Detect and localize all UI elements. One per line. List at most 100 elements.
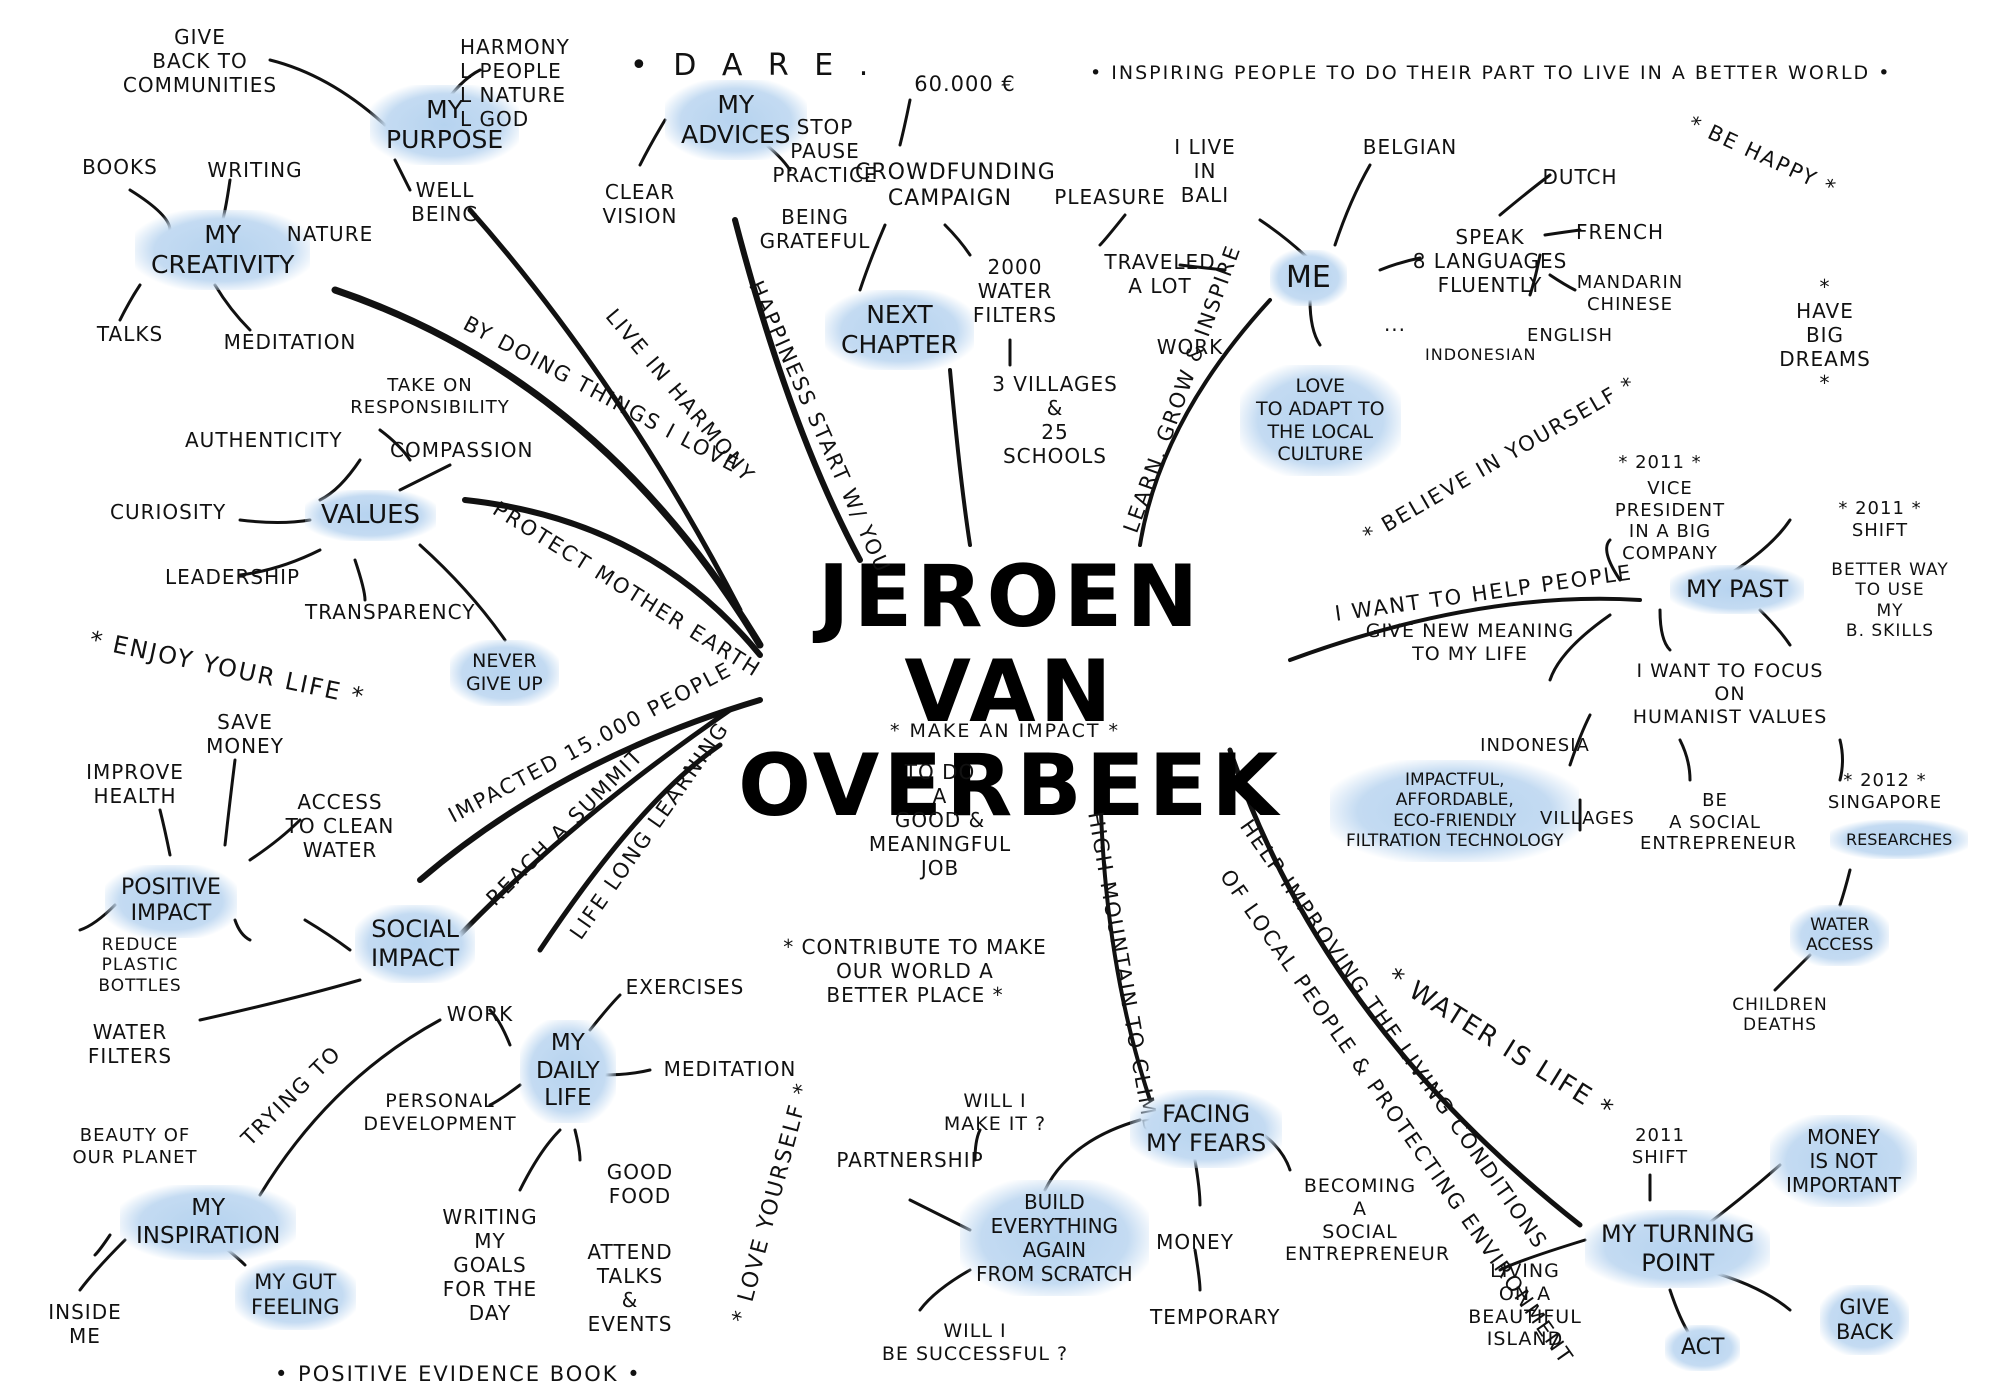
daily-good-food: Good food	[606, 1160, 674, 1208]
node-creativity: My creativity	[135, 210, 311, 290]
creativity-talks: Talks	[96, 322, 164, 346]
node-turning: My turning point	[1585, 1210, 1771, 1288]
node-daily-life: My daily life	[520, 1020, 616, 1123]
daily-exercises: Exercises	[625, 975, 745, 999]
fears-partnership: Partnership	[836, 1148, 984, 1172]
node-fears: Facing my fears	[1130, 1090, 1283, 1168]
daily-attend-talks: Attend talks & events	[587, 1240, 673, 1336]
me-work: Work	[1156, 335, 1224, 359]
past-social-entrepreneur: Be a social entrepreneur	[1640, 790, 1797, 855]
quote-contribute: * Contribute to make our world a better …	[783, 935, 1047, 1007]
branch-mountain	[1098, 758, 1152, 1102]
turning-2011-shift: 2011 shift	[1631, 1125, 1689, 1168]
node-social-impact: Social impact	[355, 905, 476, 983]
value-responsibility: Take on responsibility	[350, 375, 510, 418]
me-belgian: Belgian	[1362, 135, 1458, 159]
past-technology: Impactful, affordable, eco-friendly filt…	[1330, 760, 1580, 862]
node-me: Me	[1270, 250, 1347, 306]
quote-good-job: To do a good & meaningful job	[868, 760, 1012, 880]
past-water-access: Water access	[1790, 905, 1890, 966]
quote-positive-book: • Positive evidence book •	[275, 1362, 642, 1386]
past-indonesia: Indonesia	[1480, 735, 1590, 756]
purpose-harmony: Harmony L people L nature L God	[460, 35, 570, 131]
purpose-give-back: Give back to communities	[122, 25, 278, 97]
past-shift: * 2011 * Shift	[1838, 498, 1922, 541]
node-crowdfunding: Crowdfunding campaign	[855, 160, 1056, 212]
node-advices: My advices	[665, 80, 807, 160]
me-pleasure: Pleasure	[1054, 185, 1166, 209]
lang-indonesian: Indonesian	[1425, 345, 1537, 364]
inspiration-inside-me: Inside me	[48, 1300, 122, 1348]
turning-island: Living on a beautiful island	[1468, 1260, 1582, 1351]
branch-me	[1138, 298, 1272, 547]
node-rebuild: Build everything again from scratch	[960, 1180, 1149, 1296]
me-traveled: Traveled a lot	[1104, 250, 1216, 298]
fears-money: Money	[1156, 1230, 1234, 1254]
inspiration-beauty: Beauty of our planet	[72, 1125, 198, 1168]
turning-act: Act	[1665, 1325, 1741, 1372]
impact-save-money: Save money	[206, 710, 284, 758]
fears-temporary: Temporary	[1150, 1305, 1281, 1329]
turning-money: Money is not important	[1770, 1115, 1917, 1207]
quote-dare: • D A R E .	[630, 48, 877, 83]
past-vp: Vice president in a big company	[1614, 478, 1726, 564]
branch-next	[948, 368, 972, 547]
advices-stop: Stop pause practice	[772, 115, 878, 187]
impact-plastic: Reduce plastic bottles	[98, 935, 182, 996]
value-transparency: Transparency	[305, 600, 476, 624]
crowd-filters: 2000 water filters	[972, 255, 1058, 327]
me-languages: Speak 8 languages fluently	[1412, 225, 1568, 297]
branch-social-2	[452, 707, 733, 943]
branch-social-1	[417, 697, 763, 883]
impact-health: Improve health	[86, 760, 184, 808]
fears-make-it: Will I make it ?	[943, 1090, 1047, 1135]
social-water-filters: Water filters	[87, 1020, 173, 1068]
value-never-give-up: Never give up	[450, 640, 559, 706]
quote-big-dreams: * Have big dreams *	[1779, 275, 1871, 395]
node-next-chapter: Next chapter	[825, 290, 974, 370]
inspiration-gut-feeling: My gut feeling	[235, 1260, 356, 1331]
lang-dutch: Dutch	[1542, 165, 1618, 189]
branch-values	[462, 497, 763, 658]
lang-mandarin: Mandarin Chinese	[1576, 272, 1684, 315]
advices-grateful: Being grateful	[759, 205, 871, 253]
rebuild-successful: Will I be successful ?	[881, 1320, 1069, 1365]
daily-meditation: Meditation	[663, 1057, 797, 1081]
branch-label-new-meaning: Give new meaning to my life	[1365, 620, 1575, 665]
past-2011: * 2011 *	[1618, 452, 1702, 473]
branch-purpose	[467, 207, 743, 613]
branch-social-3	[537, 742, 723, 953]
past-singapore: * 2012 * Singapore	[1827, 770, 1943, 813]
past-focus: I want to focus on humanist values	[1632, 660, 1828, 728]
me-bali: I live in Bali	[1174, 135, 1236, 207]
past-children-deaths: Children deaths	[1732, 995, 1828, 1036]
past-villages: Villages	[1540, 808, 1635, 829]
creativity-meditation: Meditation	[223, 330, 357, 354]
quote-inspiring: • Inspiring people to do their part to l…	[1090, 62, 1892, 84]
branch-past	[1288, 596, 1642, 662]
creativity-books: Books	[82, 155, 158, 179]
purpose-well-being: Well being	[411, 178, 479, 226]
me-adapt: Love to adapt to the local culture	[1240, 365, 1401, 477]
value-leadership: Leadership	[165, 565, 301, 589]
impact-clean-water: Access to clean water	[285, 790, 395, 862]
turning-give-back: Give back	[1820, 1285, 1909, 1356]
daily-personal-development: Personal development	[363, 1090, 517, 1135]
node-past: My past	[1670, 565, 1805, 614]
lang-english: English	[1526, 325, 1614, 346]
node-inspiration: My inspiration	[120, 1185, 297, 1261]
branch-creativity	[331, 286, 764, 649]
node-positive-impact: Positive impact	[105, 865, 237, 938]
creativity-writing: Writing	[207, 158, 303, 182]
advices-clear-vision: Clear vision	[602, 180, 678, 228]
quote-make-impact: * Make an impact *	[890, 720, 1120, 742]
past-researches: Researches	[1830, 820, 1969, 860]
lang-french: French	[1575, 220, 1664, 244]
lang-more: ...	[1383, 312, 1407, 336]
daily-writing-goals: Writing my goals for the day	[442, 1205, 538, 1325]
crowd-amount: 60.000 €	[914, 72, 1016, 96]
crowd-villages: 3 villages & 25 schools	[992, 372, 1118, 468]
branch-inspiration	[258, 1018, 442, 1197]
